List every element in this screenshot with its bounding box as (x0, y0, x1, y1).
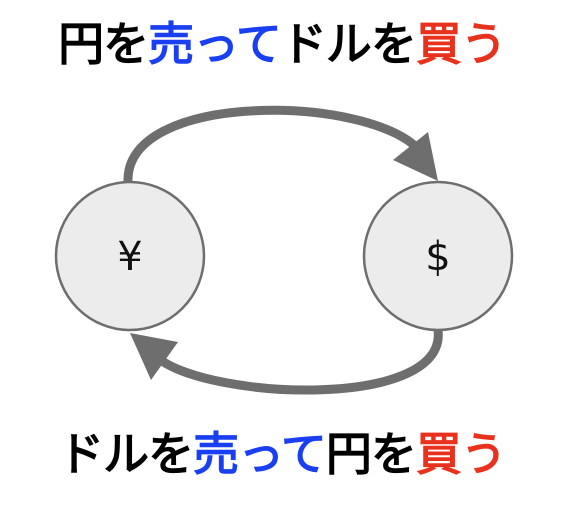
top-caption-part-1: 円を (58, 17, 149, 71)
yen-symbol: ¥ (117, 234, 142, 280)
bottom-caption: ドルを売って円を買う (0, 424, 564, 484)
top-caption: 円を売ってドルを買う (0, 14, 564, 74)
bottom-arrow-shaft (153, 325, 443, 395)
top-arrow-shaft (123, 105, 424, 186)
bottom-caption-part-4: 買う (415, 427, 507, 481)
dollar-node (362, 180, 514, 332)
top-arrowhead (393, 132, 438, 181)
bottom-caption-part-3: 円を (325, 427, 417, 481)
bottom-caption-part-2: 売って (193, 427, 327, 481)
top-caption-part-3: ドルを (280, 17, 417, 71)
yen-node (54, 180, 206, 332)
dollar-symbol: $ (425, 234, 450, 280)
bottom-caption-part-1: ドルを (58, 427, 194, 481)
bottom-arrowhead (130, 333, 178, 380)
top-caption-part-4: 買う (415, 17, 507, 71)
top-caption-part-2: 売って (148, 17, 282, 71)
